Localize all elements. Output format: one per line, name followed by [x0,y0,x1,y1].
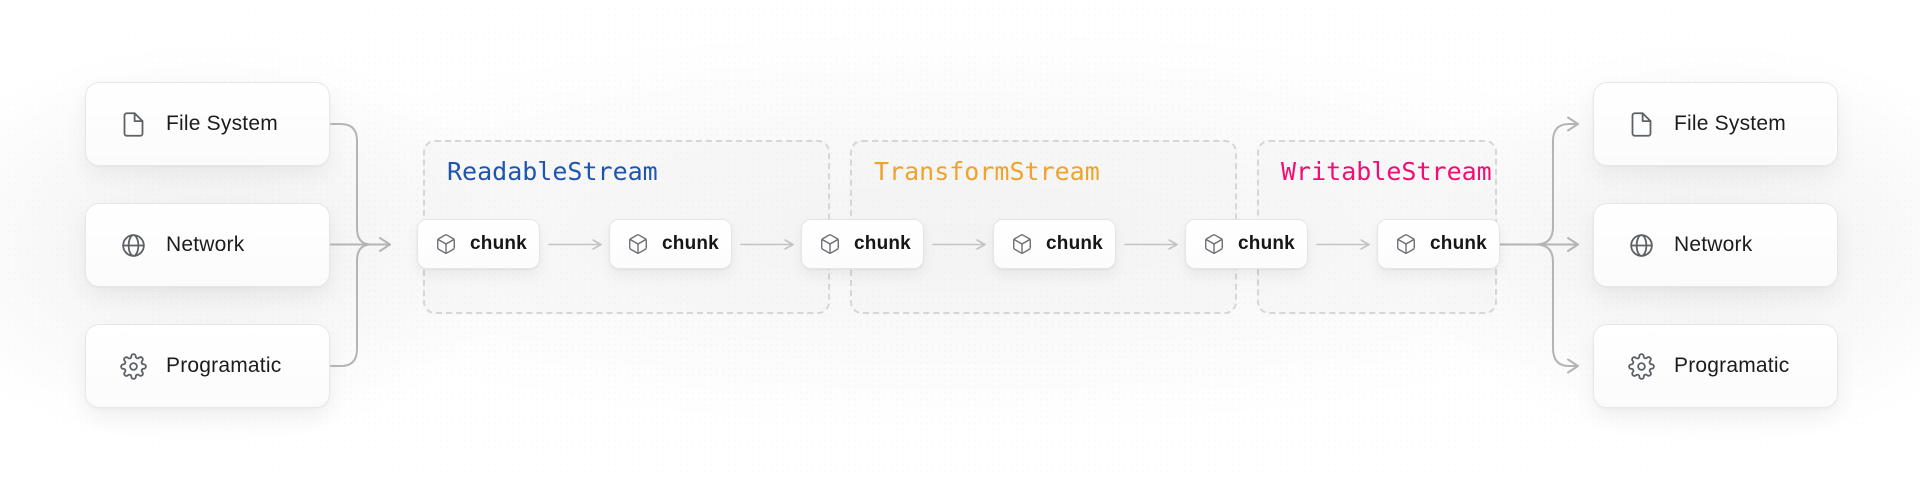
gear-icon [120,352,147,380]
chunk-box: chunk [609,219,732,269]
cube-icon [819,233,841,255]
globe-icon [1628,232,1655,259]
cube-icon [435,233,457,255]
destination-card-network: Network [1593,203,1838,287]
gear-icon [1628,352,1655,380]
chunk-box: chunk [1185,219,1308,269]
cube-icon [1011,233,1033,255]
readable-stream-label: ReadableStream [447,157,658,186]
destination-card-label: File System [1674,112,1786,135]
source-card-label: Programatic [166,354,282,377]
globe-icon [120,232,147,259]
destination-card-label: Network [1674,233,1753,256]
fan-in-arrows [330,123,391,367]
chunk-label: chunk [1430,233,1487,254]
chunk-label: chunk [1238,233,1295,254]
source-card-file-system: File System [85,82,330,166]
chunk-box: chunk [417,219,540,269]
destination-card-label: Programatic [1674,354,1790,377]
writable-stream-label: WritableStream [1281,157,1492,186]
file-icon [1628,111,1655,138]
source-card-network: Network [85,203,330,287]
cube-icon [1203,233,1225,255]
source-card-label: Network [166,233,245,256]
cube-icon [1395,233,1417,255]
source-card-label: File System [166,112,278,135]
chunk-label: chunk [1046,233,1103,254]
chunk-box: chunk [1377,219,1500,269]
fan-out-arrows [1499,116,1579,374]
chunk-box: chunk [993,219,1116,269]
chunk-label: chunk [662,233,719,254]
file-icon [120,111,147,138]
cube-icon [627,233,649,255]
destination-card-file-system: File System [1593,82,1838,166]
chunk-box: chunk [801,219,924,269]
transform-stream-label: TransformStream [874,157,1100,186]
chunk-label: chunk [470,233,527,254]
chunk-label: chunk [854,233,911,254]
source-card-programatic: Programatic [85,324,330,408]
destination-card-programatic: Programatic [1593,324,1838,408]
